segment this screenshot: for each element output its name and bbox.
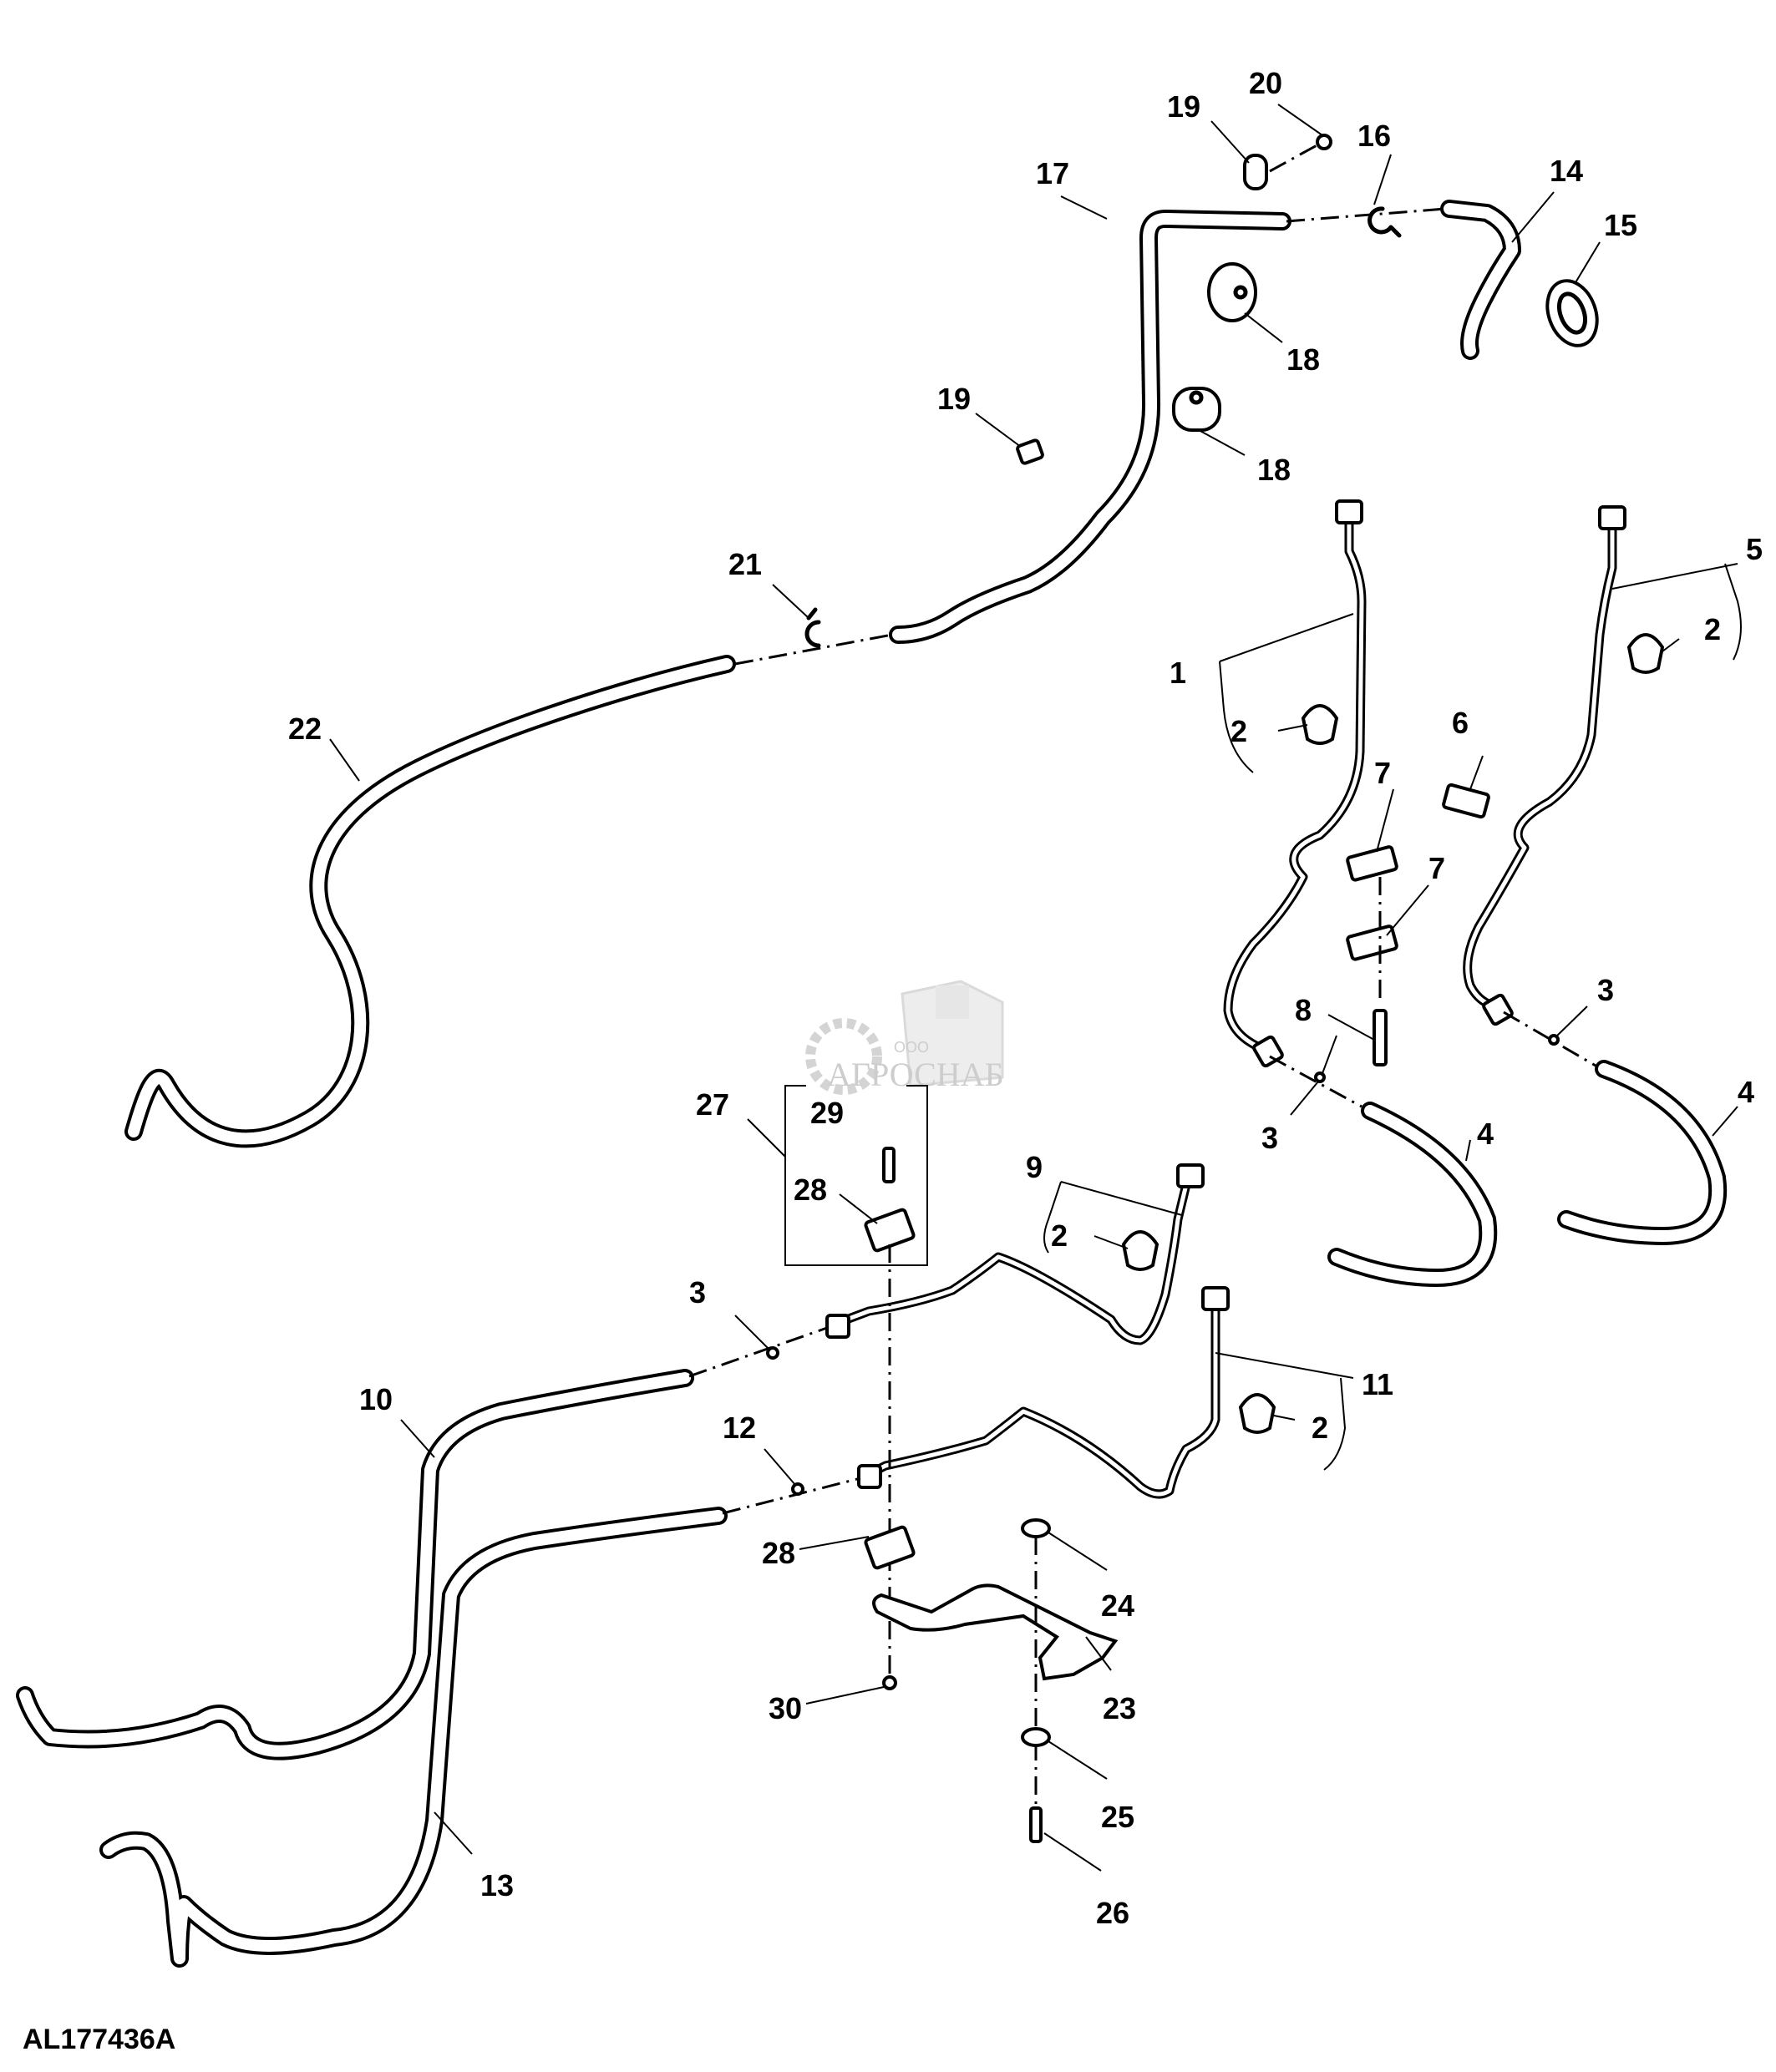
- callout-7-a: 7: [1374, 756, 1391, 790]
- clip-2-line11: [1238, 1393, 1276, 1434]
- oring-3-c: [766, 1346, 779, 1360]
- callout-11: 11: [1362, 1367, 1393, 1401]
- centerline-17-14: [1286, 207, 1446, 223]
- callout-28-a: 28: [794, 1173, 827, 1207]
- callout-16: 16: [1357, 119, 1391, 153]
- line-5: [1463, 505, 1626, 1026]
- watermark-prefix: ООО: [894, 1039, 929, 1056]
- screw-26: [1029, 1806, 1043, 1843]
- hose-10: [16, 1369, 694, 1760]
- callout-2-a: 2: [1231, 714, 1247, 748]
- callout-25: 25: [1101, 1800, 1134, 1834]
- callout-2-d: 2: [1312, 1411, 1328, 1445]
- callout-4-b: 4: [1738, 1075, 1754, 1109]
- callout-19-b: 19: [937, 382, 971, 416]
- centerline-22-17: [734, 633, 893, 666]
- centerline-5-4: [1503, 1011, 1596, 1067]
- figure-id: AL177436A: [23, 2024, 175, 2055]
- callout-12: 12: [723, 1411, 756, 1445]
- callout-9: 9: [1026, 1150, 1043, 1184]
- callout-13: 13: [480, 1868, 514, 1902]
- callout-6: 6: [1452, 706, 1469, 740]
- callout-29: 29: [810, 1096, 844, 1130]
- hose-14: [1440, 200, 1521, 360]
- callout-18-b: 18: [1257, 453, 1291, 487]
- washer-25: [1021, 1727, 1051, 1747]
- callout-3-c: 3: [689, 1275, 706, 1310]
- tube-17: [889, 210, 1291, 644]
- group-27-bracket: [784, 1085, 928, 1266]
- callout-2-b: 2: [1704, 612, 1721, 646]
- hose-13: [99, 1507, 728, 1968]
- nut-20: [1316, 134, 1332, 150]
- clip-6: [1442, 783, 1490, 819]
- isolator-18-lower: [1172, 387, 1221, 432]
- callout-15: 15: [1604, 208, 1637, 242]
- callout-19-a: 19: [1167, 89, 1200, 124]
- clamp-19-upper: [1243, 154, 1268, 190]
- line-11: [857, 1286, 1230, 1499]
- grommet-15-inner: [1556, 291, 1588, 335]
- screw-29: [882, 1147, 896, 1183]
- oring-12: [791, 1482, 804, 1496]
- clip-2-line1: [1301, 704, 1339, 745]
- centerline-10-9: [688, 1326, 828, 1378]
- callout-1: 1: [1170, 656, 1186, 690]
- clamp-7-upper: [1346, 845, 1398, 882]
- callout-27: 27: [696, 1087, 729, 1122]
- callout-22: 22: [288, 712, 322, 746]
- bracket-23: [872, 1583, 1119, 1681]
- callout-14: 14: [1550, 154, 1583, 188]
- callout-2-c: 2: [1051, 1218, 1068, 1253]
- nut-28-lower: [864, 1525, 916, 1570]
- callout-10: 10: [359, 1382, 393, 1416]
- hose-4-right: [1557, 1060, 1728, 1245]
- callout-8: 8: [1295, 993, 1312, 1027]
- callout-24: 24: [1101, 1588, 1134, 1623]
- callout-23: 23: [1103, 1691, 1136, 1725]
- nut-28-upper: [864, 1208, 916, 1253]
- clip-19-lower: [1016, 438, 1044, 465]
- grommet-15: [1545, 279, 1599, 347]
- callout-17: 17: [1036, 156, 1069, 190]
- clamp-21: [804, 607, 821, 648]
- callouts: 1 2 2 2 2 3 3 3 4 4 5 6 7 7: [288, 66, 1763, 1930]
- hose-4-left: [1327, 1102, 1498, 1287]
- clamp-16: [1368, 206, 1402, 238]
- clip-2-line5: [1626, 633, 1665, 674]
- centerline-19-20: [1269, 142, 1321, 173]
- nut-30: [882, 1675, 897, 1690]
- callout-4-a: 4: [1477, 1117, 1494, 1151]
- hose-22: [124, 655, 736, 1148]
- callout-26: 26: [1096, 1896, 1129, 1930]
- bolt-8: [1373, 1009, 1388, 1066]
- watermark: ООО АГРОСНАБ: [805, 980, 1004, 1095]
- clamp-7-lower: [1346, 925, 1398, 961]
- grommet-24: [1021, 1518, 1051, 1538]
- callout-18-a: 18: [1286, 342, 1320, 377]
- centerline-13-11: [722, 1477, 861, 1515]
- callout-21: 21: [728, 547, 762, 581]
- callout-28-b: 28: [762, 1536, 795, 1570]
- callout-20: 20: [1249, 66, 1282, 100]
- callout-5: 5: [1746, 532, 1763, 566]
- isolator-18-upper: [1207, 262, 1257, 322]
- line-9: [825, 1163, 1205, 1345]
- callout-3-b: 3: [1597, 973, 1614, 1007]
- clip-2-line9: [1121, 1230, 1159, 1271]
- watermark-name: АГРОСНАБ: [827, 1056, 1004, 1093]
- callout-7-b: 7: [1428, 851, 1445, 885]
- callout-30: 30: [769, 1691, 802, 1725]
- callout-3-a: 3: [1261, 1121, 1278, 1155]
- line-1: [1223, 499, 1367, 1068]
- centerline-1-4: [1269, 1055, 1362, 1108]
